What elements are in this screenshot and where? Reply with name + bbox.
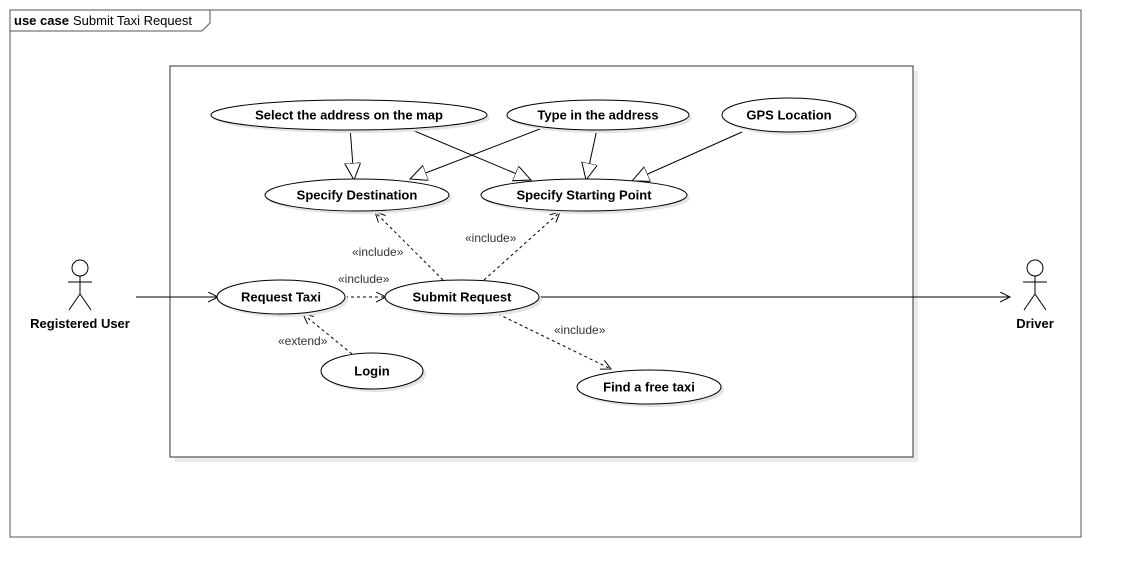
actor-right-leg bbox=[1034, 293, 1047, 311]
actor-head bbox=[1026, 259, 1044, 277]
actor-registered-user[interactable] bbox=[68, 259, 92, 311]
gen-select-to-destination bbox=[350, 126, 354, 180]
use-case-specify-starting-point[interactable]: Specify Starting Point bbox=[480, 178, 690, 214]
actor-driver[interactable] bbox=[1023, 259, 1047, 311]
use-case-label: Type in the address bbox=[537, 108, 658, 123]
generalization-edges bbox=[350, 126, 743, 181]
stereotype-labels: «include» «include» «include» «extend» «… bbox=[278, 231, 606, 348]
actor-left-leg bbox=[1023, 293, 1036, 311]
gen-type-to-starting bbox=[586, 128, 598, 180]
use-case-request-taxi[interactable]: Request Taxi bbox=[216, 279, 348, 317]
use-case-login[interactable]: Login bbox=[320, 352, 426, 392]
use-case-type-address[interactable]: Type in the address bbox=[506, 99, 692, 133]
label-extend-login: «extend» bbox=[278, 334, 328, 348]
use-case-specify-destination[interactable]: Specify Destination bbox=[264, 178, 452, 214]
actor-left-leg bbox=[68, 293, 81, 311]
use-case-select-address-map[interactable]: Select the address on the map bbox=[210, 99, 490, 133]
use-case-submit-request[interactable]: Submit Request bbox=[384, 279, 542, 317]
extend-login-request bbox=[303, 314, 353, 355]
label-include-submit: «include» bbox=[338, 272, 390, 286]
use-case-label: Select the address on the map bbox=[255, 108, 443, 123]
use-case-label: Find a free taxi bbox=[603, 380, 695, 395]
actor-label-registered-user: Registered User bbox=[30, 316, 130, 331]
diagram-frame: use case Submit Taxi Request bbox=[9, 9, 1082, 538]
actor-label-driver: Driver bbox=[1016, 316, 1054, 331]
use-case-label: Submit Request bbox=[413, 290, 513, 305]
include-submit-findtaxi bbox=[497, 313, 611, 369]
use-case-label: GPS Location bbox=[746, 108, 831, 123]
use-case-gps-location[interactable]: GPS Location bbox=[721, 97, 859, 135]
frame-keyword: use case bbox=[14, 13, 69, 28]
include-submit-starting bbox=[483, 212, 560, 281]
label-include-starting: «include» bbox=[465, 231, 517, 245]
label-include-findtaxi: «include» bbox=[554, 323, 606, 337]
gen-select-to-starting bbox=[404, 126, 531, 180]
label-include-destination: «include» bbox=[352, 245, 404, 259]
frame-name: Submit Taxi Request bbox=[73, 13, 192, 28]
include-submit-destination bbox=[375, 212, 444, 281]
gen-gps-to-starting bbox=[632, 131, 743, 181]
actor-right-leg bbox=[79, 293, 92, 311]
dependency-edges bbox=[303, 212, 611, 369]
use-case-label: Request Taxi bbox=[241, 290, 321, 305]
use-case-label: Specify Destination bbox=[297, 188, 418, 203]
gen-type-to-destination bbox=[410, 126, 546, 179]
actor-head bbox=[71, 259, 89, 277]
use-case-label: Specify Starting Point bbox=[516, 188, 652, 203]
use-case-label: Login bbox=[354, 364, 389, 379]
use-case-find-free-taxi[interactable]: Find a free taxi bbox=[576, 369, 724, 407]
